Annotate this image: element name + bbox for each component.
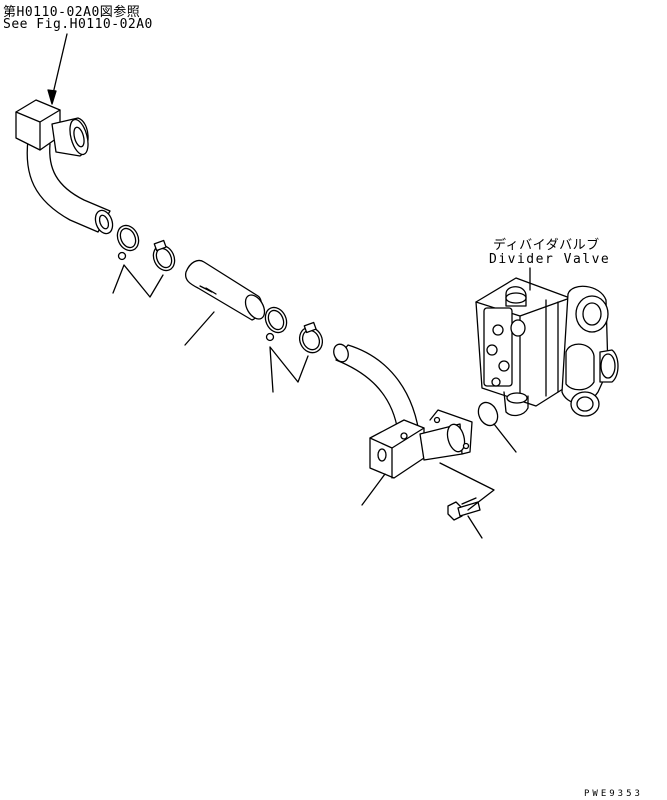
o-ring [475, 399, 516, 452]
divider-valve-label-japanese: ディバイダバルブ [493, 238, 600, 253]
hose-clamp-pair-left [113, 222, 179, 297]
divider-valve-label-english: Divider Valve [489, 252, 611, 267]
rubber-hose [185, 260, 268, 345]
hose-clamp-pair-right [261, 304, 326, 392]
flange-bolt [440, 463, 494, 538]
upper-elbow-pipe [16, 100, 116, 236]
drawing-code: PWE9353 [584, 789, 643, 799]
reference-japanese: 第H0110-02A0図参照 [3, 5, 141, 20]
divider-valve [476, 268, 618, 416]
reference-arrow [48, 34, 67, 104]
lower-elbow-pipe [331, 342, 472, 505]
reference-english: See Fig.H0110-02A0 [3, 17, 153, 32]
